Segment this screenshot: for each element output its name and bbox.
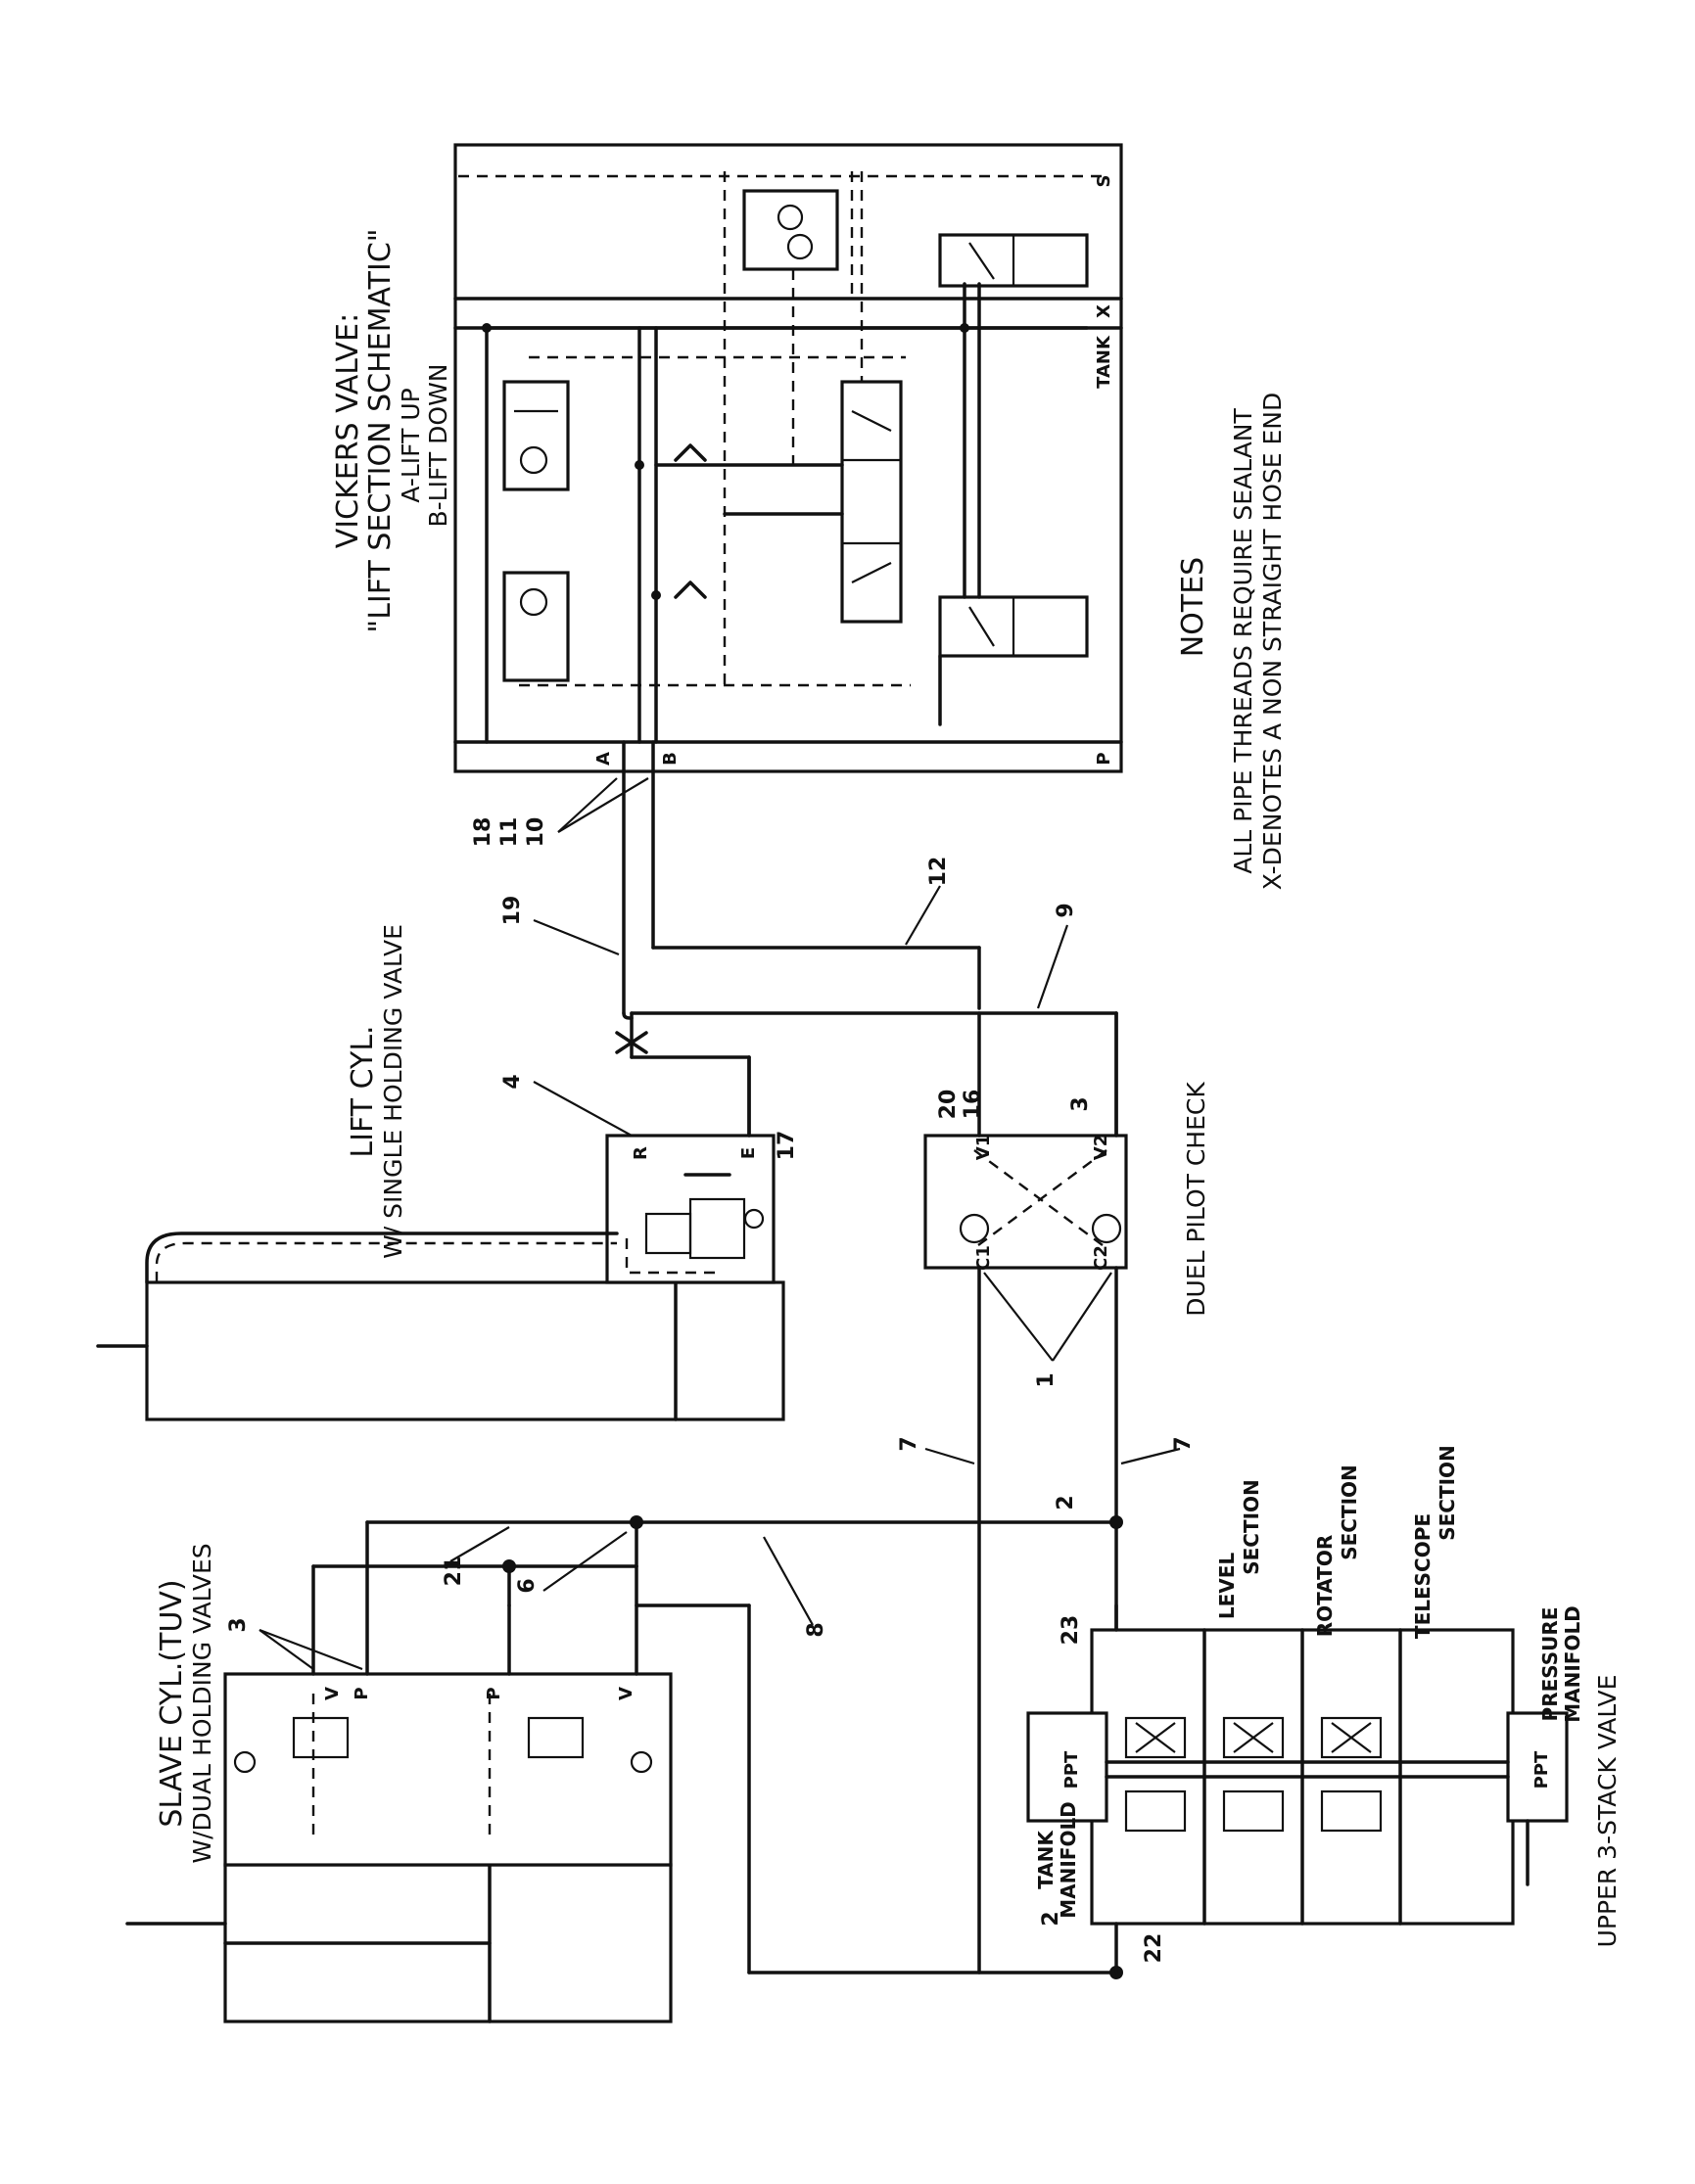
callout-3-pilot: 3 (1068, 1096, 1093, 1111)
callout-4: 4 (500, 1074, 525, 1089)
tank-manifold-2: MANIFOLD (1057, 1801, 1080, 1919)
callout-8: 8 (804, 1622, 828, 1637)
rotator-section-1: ROTATOR (1313, 1535, 1337, 1637)
level-section-2: SECTION (1240, 1479, 1263, 1575)
pilot-check-label: DUEL PILOT CHECK (1182, 1082, 1210, 1317)
lift-cyl-subtitle: W/ SINGLE HOLDING VALVE (379, 924, 407, 1259)
pilot-port-c1: C1 (973, 1245, 994, 1271)
port-a-label: A (593, 752, 614, 766)
callout-19: 19 (500, 896, 525, 926)
vickers-subtitle: "LIFT SECTION SCHEMATIC" (363, 228, 398, 632)
callout-10: 10 (524, 817, 548, 848)
slave-port-v-top: V (322, 1687, 343, 1700)
callout-1: 1 (1034, 1372, 1059, 1387)
slave-port-v-bot: V (616, 1687, 636, 1700)
tank-manifold-1: TANK (1034, 1830, 1058, 1889)
port-b-label: B (660, 752, 681, 766)
callout-16: 16 (961, 1090, 985, 1120)
rotator-section-2: SECTION (1338, 1464, 1361, 1560)
notes-title: NOTES (1176, 557, 1210, 657)
vickers-valve-box (453, 143, 1123, 773)
slave-lines (311, 1515, 1123, 1979)
slave-port-p-bot: P (484, 1687, 504, 1699)
lift-cyl-title: LIFT CYL. (346, 1025, 380, 1157)
pilot-port-v1: V1 (973, 1135, 994, 1160)
callout-12: 12 (926, 857, 951, 887)
callout-18: 18 (471, 817, 495, 848)
callout-7-left: 7 (897, 1436, 921, 1451)
hoses-a-b (615, 740, 1118, 1138)
callout-2-top: 2 (1054, 1495, 1078, 1510)
level-section-1: LEVEL (1215, 1553, 1239, 1620)
lift-cylinder (96, 1055, 785, 1421)
vickers-line-b: B-LIFT DOWN (424, 364, 452, 528)
callout-11: 11 (497, 817, 522, 848)
callout-9: 9 (1054, 903, 1078, 917)
notes-line-1: ALL PIPE THREADS REQUIRE SEALANT (1229, 408, 1257, 874)
callout-6: 6 (515, 1578, 540, 1593)
port-s-label: S (1094, 175, 1114, 188)
pressure-manifold-2: MANIFOLD (1561, 1605, 1584, 1723)
slave-cyl-subtitle: W/DUAL HOLDING VALVES (188, 1543, 216, 1863)
slave-cylinder (125, 1520, 673, 2023)
callout-21: 21 (442, 1557, 466, 1587)
callout-23: 23 (1059, 1615, 1083, 1646)
vickers-line-a: A-LIFT UP (397, 388, 425, 502)
pilot-port-v2: V2 (1091, 1135, 1111, 1160)
callout-2-bot: 2 (1039, 1911, 1063, 1926)
notes-line-2: X-DENOTES A NON STRAIGHT HOSE END (1258, 393, 1287, 890)
callout-22: 22 (1142, 1933, 1166, 1964)
pressure-manifold-1: PRESSURE (1538, 1607, 1562, 1722)
ppt-left: PPT (1061, 1750, 1082, 1789)
stack-valve (1026, 1603, 1569, 1975)
telescope-section-2: SECTION (1436, 1445, 1459, 1541)
ppt-right: PPT (1531, 1750, 1552, 1789)
port-p-label: P (1094, 752, 1114, 765)
pilot-port-c2: C2 (1091, 1245, 1111, 1271)
vickers-title: VICKERS VALVE: (331, 313, 365, 549)
port-tank-label: TANK (1094, 335, 1114, 389)
stack-valve-label: UPPER 3-STACK VALVE (1593, 1675, 1622, 1948)
callout-3-slave: 3 (226, 1617, 251, 1632)
slave-cyl-title: SLAVE CYL.(TUV) (155, 1579, 189, 1827)
telescope-section-1: TELESCOPE (1411, 1513, 1435, 1639)
slave-port-p-top: P (352, 1687, 372, 1699)
lift-port-e: E (738, 1147, 759, 1159)
lift-port-r: R (631, 1146, 651, 1160)
callout-7-right: 7 (1171, 1436, 1196, 1451)
port-x-label: X (1094, 304, 1114, 318)
callout-17: 17 (775, 1131, 799, 1161)
callout-20: 20 (936, 1090, 961, 1120)
